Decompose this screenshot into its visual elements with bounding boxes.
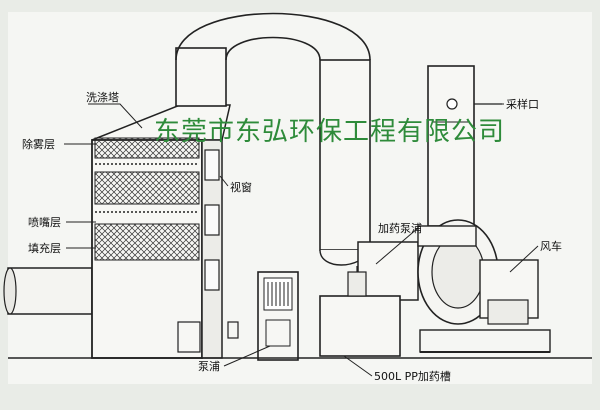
label-scrubber-tower: 洗涤塔 [86,90,119,104]
leader-lines [64,103,539,377]
exhaust-duct [175,12,419,301]
fan-motor [487,299,529,325]
packing-layer-upper [94,171,200,205]
sampling-port [446,98,458,110]
label-fan: 风车 [540,239,562,253]
inlet-duct [3,267,93,315]
packing-layer-lower [94,223,200,261]
sight-window [204,149,220,181]
fan [417,219,551,353]
label-sight-window: 视窗 [230,180,252,194]
label-demister-layer: 除雾层 [22,137,55,151]
label-dosing-pump: 加药泵浦 [378,222,422,235]
exhaust-stack [427,65,502,227]
label-sampling-port: 采样口 [506,97,539,111]
dosing-tank [319,266,401,357]
dosing-pump-body [347,271,367,297]
label-pump: 泵浦 [198,360,220,373]
label-packing-layer: 填充层 [28,241,61,255]
sight-window [204,204,220,236]
circulation-pump [257,271,299,361]
label-nozzle-layer: 喷嘴层 [28,216,61,229]
demister-layer-block [94,137,200,159]
label-dosing-tank: 500L PP加药槽 [374,370,451,383]
sight-window [204,259,220,291]
company-watermark: 东莞市东弘环保工程有限公司 [154,117,505,147]
